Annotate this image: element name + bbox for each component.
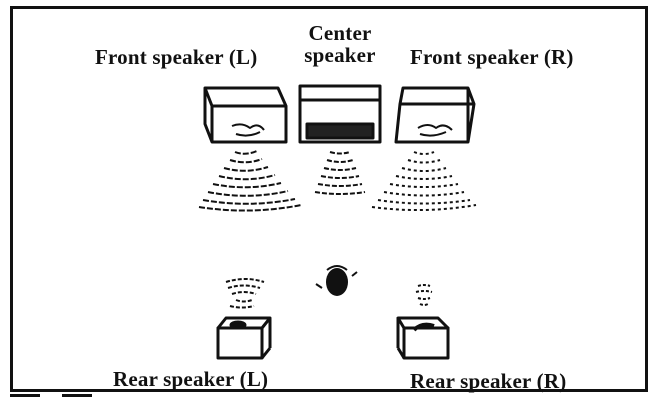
- listener-head-icon: [315, 265, 358, 296]
- bottom-edge-mark: [62, 394, 92, 397]
- front-left-speaker-icon: [203, 86, 288, 144]
- center-speaker-label-line1: Center: [308, 21, 372, 45]
- front-right-speaker-label: Front speaker (R): [410, 45, 574, 69]
- center-sound-waves: [314, 151, 366, 195]
- front-left-sound-waves: [198, 150, 302, 212]
- front-left-speaker-label: Front speaker (L): [95, 45, 258, 69]
- front-right-speaker-icon: [394, 86, 476, 144]
- diagram-frame: [10, 6, 648, 392]
- rear-left-speaker-label: Rear speaker (L): [113, 367, 269, 391]
- rear-right-sound-waves: [415, 284, 433, 306]
- center-speaker-label-line2: speaker: [304, 43, 376, 67]
- rear-right-speaker-icon: [396, 316, 450, 360]
- rear-left-speaker-icon: [216, 316, 272, 360]
- bottom-edge-mark: [10, 394, 40, 397]
- front-right-sound-waves: [371, 151, 477, 212]
- center-speaker-label: Center speaker: [300, 22, 380, 66]
- rear-left-sound-waves: [225, 278, 265, 309]
- center-speaker-icon: [298, 84, 382, 144]
- rear-right-speaker-label: Rear speaker (R): [410, 369, 567, 393]
